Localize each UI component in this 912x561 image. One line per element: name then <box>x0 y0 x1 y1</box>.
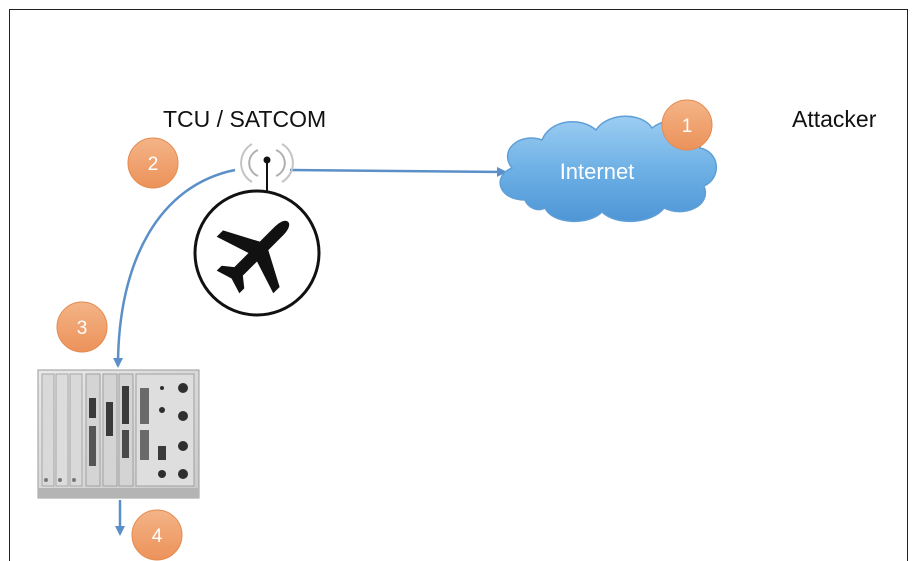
airplane-icon <box>193 189 321 317</box>
attacker-label: Attacker <box>792 106 877 132</box>
step-badge-1: 1 <box>661 99 713 151</box>
tcu-satcom-label: TCU / SATCOM <box>163 106 327 132</box>
avionics-rack-icon <box>37 369 200 499</box>
step-2-number: 2 <box>148 154 159 175</box>
connection-arrows <box>113 166 507 536</box>
diagram-frame <box>9 9 908 561</box>
step-badge-4: 4 <box>131 509 183 561</box>
step-badge-2: 2 <box>127 137 179 189</box>
step-1-number: 1 <box>682 116 693 137</box>
step-badge-3: 3 <box>56 301 108 353</box>
antenna-icon <box>240 143 294 205</box>
internet-label: Internet <box>560 159 635 184</box>
antenna-to-avionics-arrow <box>113 168 236 368</box>
step-3-number: 3 <box>77 318 88 339</box>
internet-cloud-icon: Internet <box>499 115 718 223</box>
step-4-number: 4 <box>152 526 163 547</box>
antenna-to-internet-arrow <box>289 166 507 177</box>
